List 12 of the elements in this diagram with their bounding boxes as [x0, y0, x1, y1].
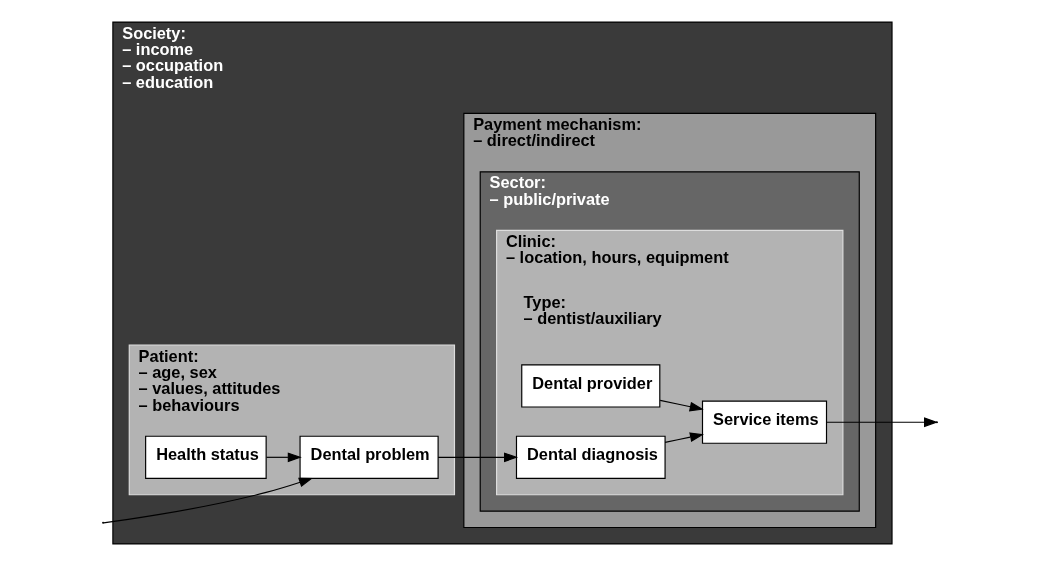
arrow	[103, 477, 313, 524]
arrow	[826, 417, 939, 428]
node-box: Health status	[145, 435, 267, 479]
arrow	[265, 452, 302, 463]
node-box: Dental provider	[521, 364, 661, 408]
node-box: Dental problem	[299, 435, 439, 479]
arrow	[659, 399, 704, 412]
node-box: Dental diagnosis	[515, 435, 666, 479]
node-box: Service items	[701, 400, 828, 444]
arrow	[437, 452, 519, 463]
arrow	[664, 432, 704, 443]
node-label: Type:	[523, 292, 566, 311]
